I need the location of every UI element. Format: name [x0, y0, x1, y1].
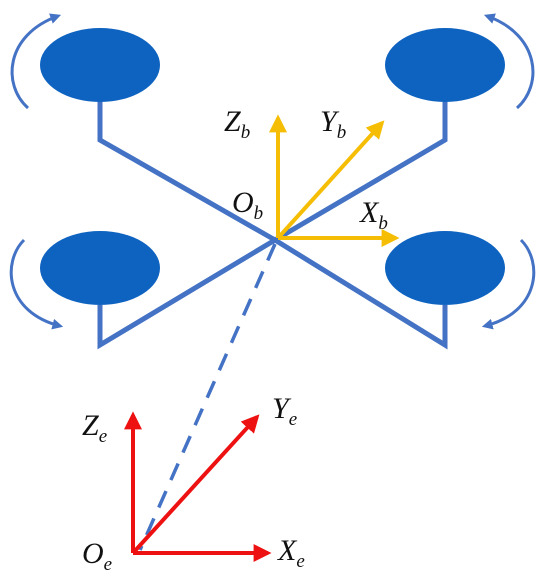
arm-bottom-right [273, 237, 448, 350]
curved-arrow-icon [481, 238, 536, 330]
quadrotor-frame [97, 100, 448, 350]
earth-x-label: Xe [277, 534, 305, 572]
earth-z-label: Ze [82, 409, 107, 447]
body-axes [269, 114, 400, 247]
curved-arrow-icon [483, 13, 535, 110]
rotor-bottom-right [385, 231, 505, 305]
body-y-axis-arrow [276, 120, 385, 240]
body-origin-label: Ob [232, 186, 263, 224]
rotor-bottom-left [40, 231, 160, 305]
position-dashed-line [138, 243, 277, 551]
body-y-label: Yb [320, 105, 346, 143]
rotor-top-right [385, 28, 505, 102]
earth-y-label: Ye [272, 392, 297, 430]
arm-bottom-left [97, 237, 277, 350]
body-x-label: Xb [359, 196, 388, 234]
rotation-arrows [9, 13, 536, 330]
rotors [40, 28, 505, 305]
rotor-top-left [40, 28, 160, 102]
arm-top-right [273, 100, 448, 243]
curved-arrow-icon [9, 238, 64, 330]
earth-y-axis-arrow [131, 414, 260, 555]
curved-arrow-icon [10, 13, 62, 110]
earth-origin-label: Oe [82, 537, 112, 575]
arm-top-left [97, 100, 277, 243]
body-z-label: Zb [224, 105, 250, 143]
earth-axes [124, 411, 272, 562]
